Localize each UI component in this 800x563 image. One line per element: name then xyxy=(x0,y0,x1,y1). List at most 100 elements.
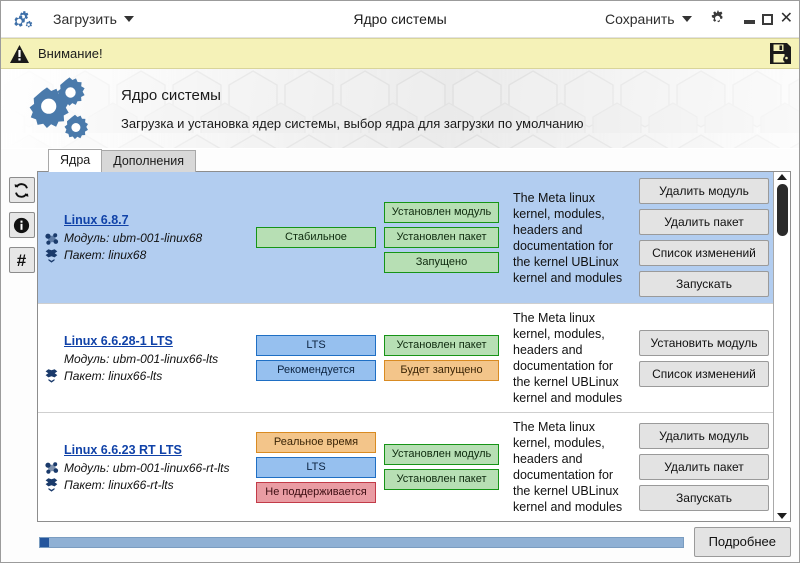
kernel-list[interactable]: Linux 6.8.7 xyxy=(38,172,773,521)
kernel-package-text: Пакет: linux68 xyxy=(64,248,147,262)
banner-title: Ядро системы xyxy=(121,86,221,104)
hexagon-pattern-background xyxy=(1,69,799,148)
remove-module-button[interactable]: Удалить модуль xyxy=(639,423,769,449)
remove-module-button[interactable]: Удалить модуль xyxy=(639,178,769,204)
package-icon xyxy=(44,248,59,263)
run-button[interactable]: Запускать xyxy=(639,271,769,297)
save-menu-button[interactable]: Сохранить xyxy=(601,8,696,30)
kernel-description: The Meta linux kernel, modules, headers … xyxy=(513,311,623,405)
status-badge: Будет запущено xyxy=(384,360,499,381)
scrollbar-thumb[interactable] xyxy=(777,184,788,236)
tab-additions[interactable]: Дополнения xyxy=(101,150,197,172)
kernel-info: Linux 6.6.28-1 LTS Модуль: ubm-001-linux… xyxy=(38,332,256,385)
table-row[interactable]: Linux 6.6.28-1 LTS Модуль: ubm-001-linux… xyxy=(38,304,773,413)
hash-button[interactable]: # xyxy=(8,247,35,273)
warning-bar: Внимание! xyxy=(1,38,799,69)
package-icon xyxy=(44,478,59,492)
kernel-name-link[interactable]: Linux 6.6.23 RT LTS xyxy=(64,442,182,457)
kernel-package-text: Пакет: linux66-rt-lts xyxy=(64,477,174,492)
kernel-module-line: Модуль: ubm-001-linux68 xyxy=(44,230,256,247)
page-banner: Ядро системы Загрузка и установка ядер с… xyxy=(1,69,799,149)
side-toolbar: # xyxy=(6,171,37,524)
remove-package-button[interactable]: Удалить пакет xyxy=(639,209,769,235)
status-badge: Установлен модуль xyxy=(384,202,499,223)
details-button[interactable]: Подробнее xyxy=(693,527,791,557)
row-actions: Удалить модуль Удалить пакет Запускать xyxy=(639,423,769,511)
kernel-list-container: Linux 6.8.7 xyxy=(37,171,791,522)
warning-text: Внимание! xyxy=(38,46,103,61)
refresh-icon xyxy=(13,182,30,199)
settings-gear-icon[interactable] xyxy=(709,10,727,28)
kernel-module-text: Модуль: ubm-001-linux66-lts xyxy=(64,351,219,366)
install-module-button[interactable]: Установить модуль xyxy=(639,329,769,356)
status-badge: Установлен модуль xyxy=(384,444,499,465)
row-actions: Установить модуль Список изменений xyxy=(639,329,769,387)
table-row[interactable]: Linux 6.8.7 xyxy=(38,172,773,304)
kernel-package-line: Пакет: linux66-rt-lts xyxy=(44,477,256,494)
banner-gears-icon xyxy=(23,76,99,142)
run-button[interactable]: Запускать xyxy=(639,485,769,511)
kernel-type-badges: Стабильное xyxy=(256,227,376,248)
save-menu-label: Сохранить xyxy=(605,11,675,27)
row-actions: Удалить модуль Удалить пакет Список изме… xyxy=(639,178,769,297)
tab-strip: Ядра Дополнения xyxy=(1,149,799,172)
status-badge: LTS xyxy=(256,456,376,478)
refresh-button[interactable] xyxy=(8,177,35,203)
changelog-button[interactable]: Список изменений xyxy=(639,240,769,266)
warning-triangle-icon xyxy=(10,44,29,63)
scrollbar-track[interactable] xyxy=(774,180,790,513)
kernel-name-link[interactable]: Linux 6.8.7 xyxy=(64,213,129,227)
maximize-icon[interactable] xyxy=(761,13,773,25)
minimize-icon[interactable] xyxy=(743,19,755,24)
table-row[interactable]: Linux 6.6.23 RT LTS xyxy=(38,413,773,521)
gears-icon xyxy=(11,8,35,30)
floppy-save-icon[interactable] xyxy=(770,43,791,64)
load-menu-button[interactable]: Загрузить xyxy=(49,8,138,30)
info-icon xyxy=(13,217,30,234)
kernel-info: Linux 6.8.7 xyxy=(38,211,256,264)
remove-package-button[interactable]: Удалить пакет xyxy=(639,454,769,480)
tab-kernels[interactable]: Ядра xyxy=(48,149,103,172)
status-badge: Не поддерживается xyxy=(256,481,376,503)
status-badge: Стабильное xyxy=(256,227,376,248)
vertical-scrollbar[interactable] xyxy=(773,172,790,521)
tab-additions-label: Дополнения xyxy=(113,154,185,168)
status-badge: Запущено xyxy=(384,252,499,273)
package-icon xyxy=(44,369,59,383)
kernel-state-badges: Установлен пакет Будет запущено xyxy=(384,335,499,381)
progress-bar xyxy=(39,536,684,548)
scroll-up-arrow-icon[interactable] xyxy=(777,174,787,180)
progress-bar-fill xyxy=(40,537,49,547)
scroll-down-arrow-icon[interactable] xyxy=(777,513,787,519)
module-icon xyxy=(44,461,59,475)
info-button[interactable] xyxy=(8,212,35,238)
banner-subtitle: Загрузка и установка ядер системы, выбор… xyxy=(121,115,584,131)
kernel-type-badges: Реальное время LTS Не поддерживается xyxy=(256,431,376,503)
kernel-info: Linux 6.6.23 RT LTS xyxy=(38,441,256,494)
kernel-type-badges: LTS Рекомендуется xyxy=(256,335,376,381)
kernel-state-badges: Установлен модуль Установлен пакет Запущ… xyxy=(384,202,499,273)
kernel-package-line: Пакет: linux66-lts xyxy=(44,368,256,385)
kernel-module-line: Модуль: ubm-001-linux66-lts xyxy=(44,351,256,368)
body-area: # Linux 6.8.7 xyxy=(1,171,799,524)
kernel-module-text: Модуль: ubm-001-linux68 xyxy=(64,231,203,245)
module-icon xyxy=(44,232,59,246)
status-badge: Установлен пакет xyxy=(384,227,499,248)
close-icon[interactable]: ✕ xyxy=(779,10,793,27)
title-bar: Загрузить Ядро системы Сохранить ✕ xyxy=(1,1,799,38)
kernel-description: The Meta linux kernel, modules, headers … xyxy=(513,190,623,285)
status-badge: Установлен пакет xyxy=(384,469,499,490)
kernel-module-line: Модуль: ubm-001-linux66-rt-lts xyxy=(44,460,256,477)
kernel-state-badges: Установлен модуль Установлен пакет xyxy=(384,444,499,490)
kernel-description: The Meta linux kernel, modules, headers … xyxy=(513,420,623,514)
kernel-module-text: Модуль: ubm-001-linux66-rt-lts xyxy=(64,460,230,475)
chevron-down-icon xyxy=(123,16,134,22)
kernel-name-link[interactable]: Linux 6.6.28-1 LTS xyxy=(64,333,173,348)
status-badge: Реальное время xyxy=(256,431,376,453)
kernel-package-line: Пакет: linux68 xyxy=(44,247,256,264)
tab-kernels-label: Ядра xyxy=(60,153,91,167)
status-badge: Установлен пакет xyxy=(384,335,499,356)
changelog-button[interactable]: Список изменений xyxy=(639,360,769,387)
hash-icon: # xyxy=(16,250,27,270)
